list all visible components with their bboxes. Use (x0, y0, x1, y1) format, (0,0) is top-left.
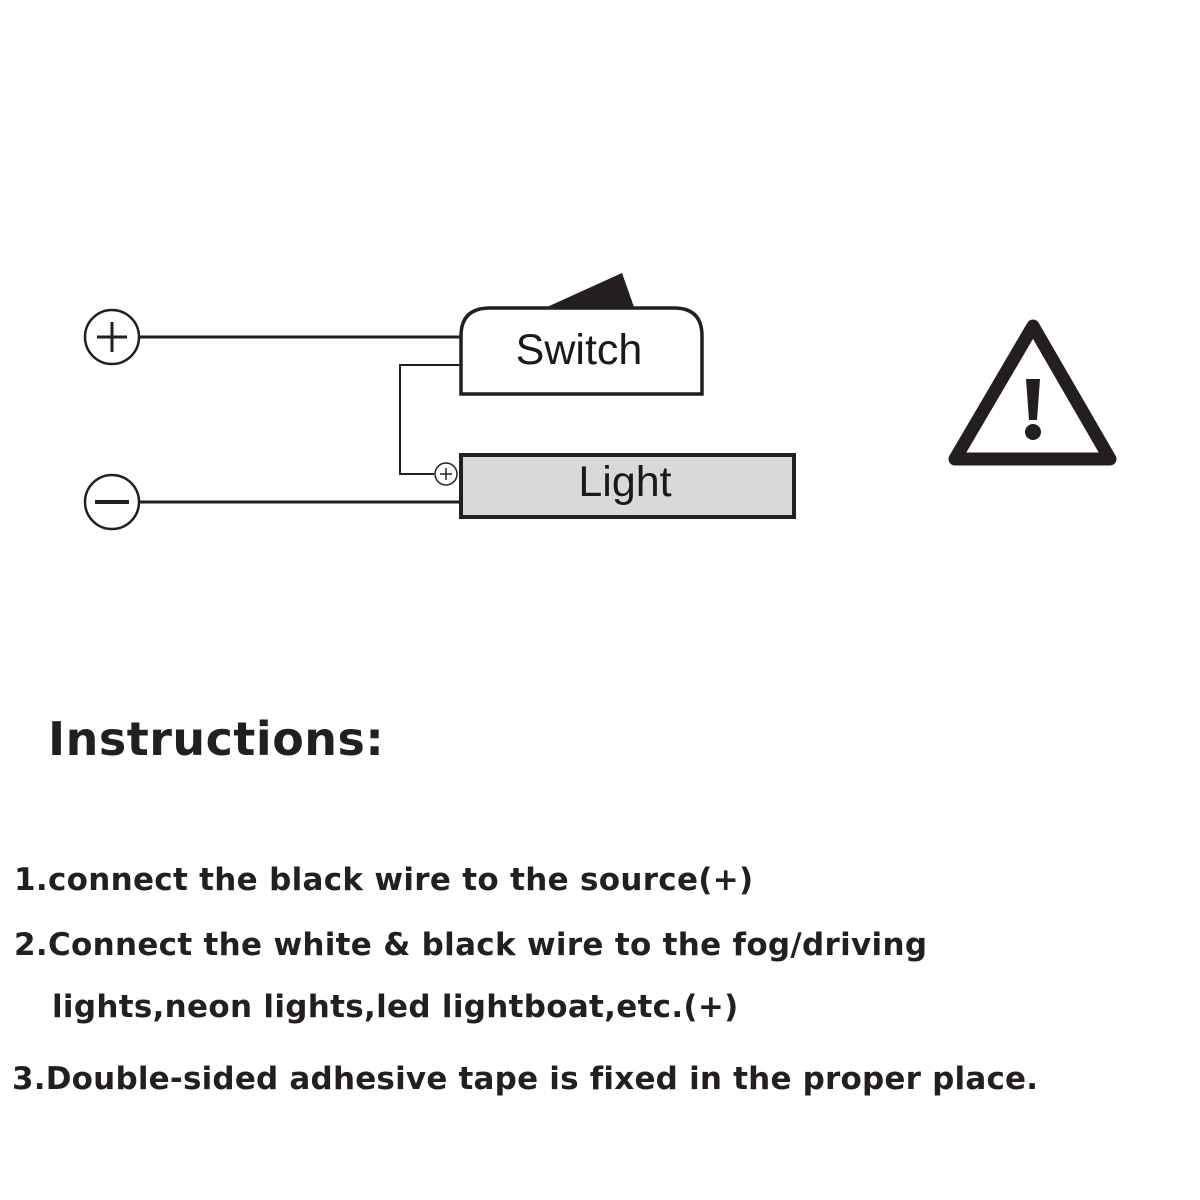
instructions-heading: Instructions: (48, 712, 385, 766)
wires (140, 335, 461, 504)
light: Light (434, 453, 796, 519)
switch: Switch (459, 273, 704, 396)
instruction-step-2-line-1: 2.Connect the white & black wire to the … (14, 927, 928, 963)
positive-terminal (83, 308, 141, 366)
switch-body (459, 306, 704, 396)
instruction-step-3: 3.Double-sided adhesive tape is fixed in… (12, 1061, 1039, 1097)
light-positive-terminal (434, 462, 458, 486)
instruction-step-1: 1.connect the black wire to the source(+… (14, 862, 754, 898)
switch-to-light-wire (399, 364, 461, 475)
warning-triangle-icon (948, 319, 1117, 466)
switch-label: Switch (516, 326, 643, 374)
switch-rocker-icon (547, 273, 634, 307)
light-label: Light (578, 458, 671, 506)
instruction-step-2-line-2: lights,neon lights,led lightboat,etc.(+) (52, 989, 739, 1025)
light-body (459, 453, 796, 519)
negative-terminal (83, 473, 141, 531)
